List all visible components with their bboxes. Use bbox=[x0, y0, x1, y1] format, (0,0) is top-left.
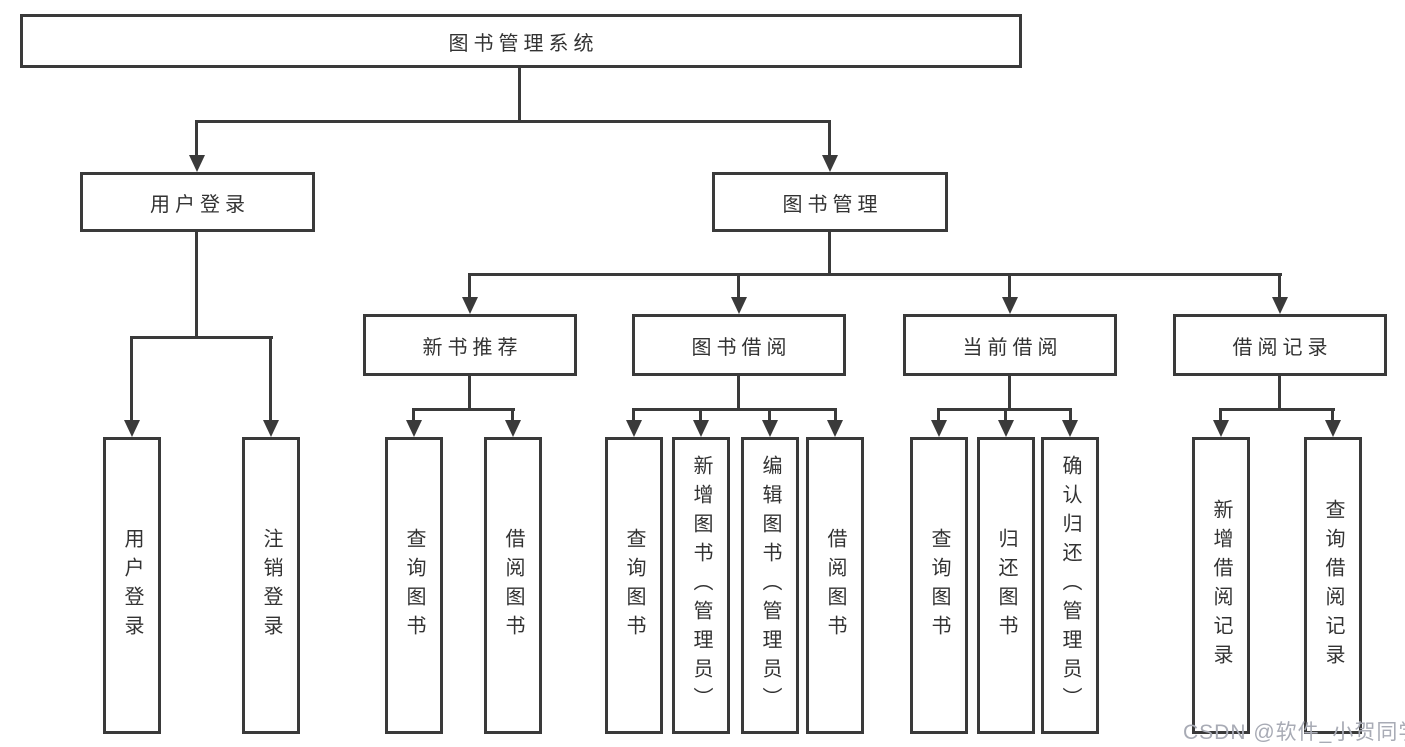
leaf-bb-borrow-books-label: 借阅图书 bbox=[824, 527, 846, 644]
connector-new-book-branch bbox=[412, 408, 515, 411]
arrowhead-cb-return-icon bbox=[998, 420, 1014, 437]
arrowhead-borrow-records-icon bbox=[1272, 297, 1288, 314]
connector-user-login-branch bbox=[130, 336, 273, 339]
arrowhead-bb-borrow-icon bbox=[827, 420, 843, 437]
connector-to-leaf-logout bbox=[269, 336, 272, 421]
connector-to-br-query bbox=[1331, 408, 1334, 421]
arrowhead-new-book-icon bbox=[462, 297, 478, 314]
leaf-br-add-record: 新增借阅记录 bbox=[1192, 437, 1250, 734]
arrowhead-br-add-icon bbox=[1213, 420, 1229, 437]
connector-new-book-stem bbox=[468, 376, 471, 408]
leaf-bb-add-books-admin-label: 新增图书（管理员） bbox=[690, 455, 712, 716]
arrowhead-cb-confirm-icon bbox=[1062, 420, 1078, 437]
arrowhead-nb-query-icon bbox=[406, 420, 422, 437]
arrowhead-current-borrow-icon bbox=[1002, 297, 1018, 314]
leaf-nb-borrow-books: 借阅图书 bbox=[484, 437, 542, 734]
arrowhead-br-query-icon bbox=[1325, 420, 1341, 437]
connector-to-book-borrow bbox=[737, 273, 740, 298]
node-user-login: 用户登录 bbox=[80, 172, 315, 232]
leaf-cb-query-books: 查询图书 bbox=[910, 437, 968, 734]
leaf-nb-query-books-label: 查询图书 bbox=[403, 527, 425, 644]
leaf-bb-borrow-books: 借阅图书 bbox=[806, 437, 864, 734]
connector-to-bb-edit bbox=[768, 408, 771, 421]
connector-borrow-records-branch bbox=[1219, 408, 1335, 411]
leaf-user-login-label: 用户登录 bbox=[121, 527, 143, 644]
connector-to-bb-query bbox=[632, 408, 635, 421]
leaf-cb-confirm-return-admin: 确认归还（管理员） bbox=[1041, 437, 1099, 734]
leaf-cb-query-books-label: 查询图书 bbox=[928, 527, 950, 644]
arrowhead-book-management-icon bbox=[822, 155, 838, 172]
arrowhead-cb-query-icon bbox=[931, 420, 947, 437]
leaf-br-query-record-label: 查询借阅记录 bbox=[1322, 498, 1344, 673]
connector-to-user-login bbox=[195, 120, 198, 156]
arrowhead-leaf-logout-icon bbox=[263, 420, 279, 437]
leaf-logout: 注销登录 bbox=[242, 437, 300, 734]
leaf-br-query-record: 查询借阅记录 bbox=[1304, 437, 1362, 734]
connector-current-borrow-stem bbox=[1008, 376, 1011, 408]
arrowhead-bb-query-icon bbox=[626, 420, 642, 437]
connector-to-cb-confirm bbox=[1069, 408, 1072, 421]
arrowhead-leaf-login-icon bbox=[124, 420, 140, 437]
connector-borrow-records-stem bbox=[1278, 376, 1281, 408]
connector-to-cb-return bbox=[1004, 408, 1007, 421]
connector-to-nb-query bbox=[412, 408, 415, 421]
leaf-bb-add-books-admin: 新增图书（管理员） bbox=[672, 437, 730, 734]
connector-book-borrow-stem bbox=[737, 376, 740, 408]
arrowhead-nb-borrow-icon bbox=[505, 420, 521, 437]
connector-to-nb-borrow bbox=[511, 408, 514, 421]
connector-to-br-add bbox=[1219, 408, 1222, 421]
node-root: 图书管理系统 bbox=[20, 14, 1022, 68]
arrowhead-bb-edit-icon bbox=[762, 420, 778, 437]
node-book-borrow: 图书借阅 bbox=[632, 314, 846, 376]
leaf-bb-query-books-label: 查询图书 bbox=[623, 527, 645, 644]
connector-book-borrow-branch bbox=[632, 408, 837, 411]
connector-to-bb-borrow bbox=[834, 408, 837, 421]
arrowhead-user-login-icon bbox=[189, 155, 205, 172]
node-new-book-recommend: 新书推荐 bbox=[363, 314, 577, 376]
leaf-bb-edit-books-admin-label: 编辑图书（管理员） bbox=[759, 455, 781, 716]
watermark: CSDN @软件_小贺同学 bbox=[1183, 721, 1405, 744]
arrowhead-book-borrow-icon bbox=[731, 297, 747, 314]
connector-user-login-stem bbox=[195, 232, 198, 336]
leaf-cb-return-books: 归还图书 bbox=[977, 437, 1035, 734]
connector-to-current-borrow bbox=[1008, 273, 1011, 298]
leaf-nb-query-books: 查询图书 bbox=[385, 437, 443, 734]
node-current-borrow: 当前借阅 bbox=[903, 314, 1117, 376]
connector-book-management-stem bbox=[828, 232, 831, 273]
connector-to-new-book bbox=[468, 273, 471, 298]
leaf-user-login: 用户登录 bbox=[103, 437, 161, 734]
connector-root-stem bbox=[518, 68, 521, 120]
leaf-nb-borrow-books-label: 借阅图书 bbox=[502, 527, 524, 644]
connector-root-branch bbox=[196, 120, 831, 123]
leaf-logout-label: 注销登录 bbox=[260, 527, 282, 644]
leaf-bb-query-books: 查询图书 bbox=[605, 437, 663, 734]
connector-book-management-branch bbox=[468, 273, 1282, 276]
leaf-br-add-record-label: 新增借阅记录 bbox=[1210, 498, 1232, 673]
leaf-bb-edit-books-admin: 编辑图书（管理员） bbox=[741, 437, 799, 734]
connector-to-cb-query bbox=[937, 408, 940, 421]
connector-to-book-management bbox=[828, 120, 831, 156]
connector-to-bb-add bbox=[699, 408, 702, 421]
node-borrow-records: 借阅记录 bbox=[1173, 314, 1387, 376]
node-book-management: 图书管理 bbox=[712, 172, 948, 232]
arrowhead-bb-add-icon bbox=[693, 420, 709, 437]
leaf-cb-return-books-label: 归还图书 bbox=[995, 527, 1017, 644]
connector-to-leaf-login bbox=[130, 336, 133, 421]
leaf-cb-confirm-return-admin-label: 确认归还（管理员） bbox=[1059, 455, 1081, 716]
connector-to-borrow-records bbox=[1278, 273, 1281, 298]
